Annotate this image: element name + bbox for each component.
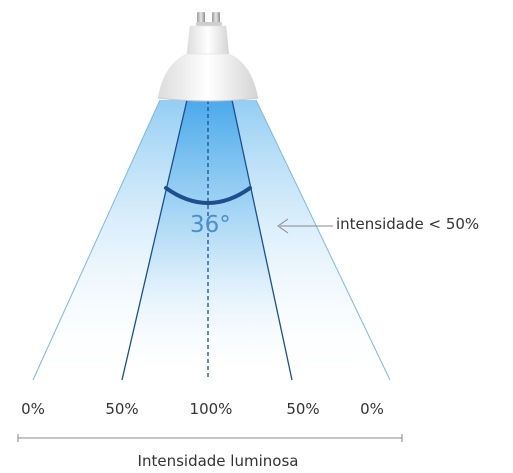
beam-angle-label: 36° <box>190 212 231 238</box>
outer-left-line <box>32 99 161 381</box>
intensity-label-right-50: 50% <box>286 400 320 418</box>
inner-beam <box>122 100 292 380</box>
intensity-label-100: 100% <box>189 400 233 418</box>
axis-title: Intensidade luminosa <box>137 452 299 470</box>
intensity-label-left-50: 50% <box>105 400 139 418</box>
outer-right-line <box>255 99 391 381</box>
arrow-icon <box>277 218 289 234</box>
beam-angle-arc <box>164 186 252 205</box>
bulb-icon <box>157 12 259 102</box>
half-intensity-left-line <box>121 99 188 381</box>
intensity-label-left-0: 0% <box>21 400 45 418</box>
half-intensity-right-line <box>231 99 293 381</box>
intensity-annotation-label: intensidade < 50% <box>336 215 480 233</box>
intensity-label-right-0: 0% <box>360 400 384 418</box>
